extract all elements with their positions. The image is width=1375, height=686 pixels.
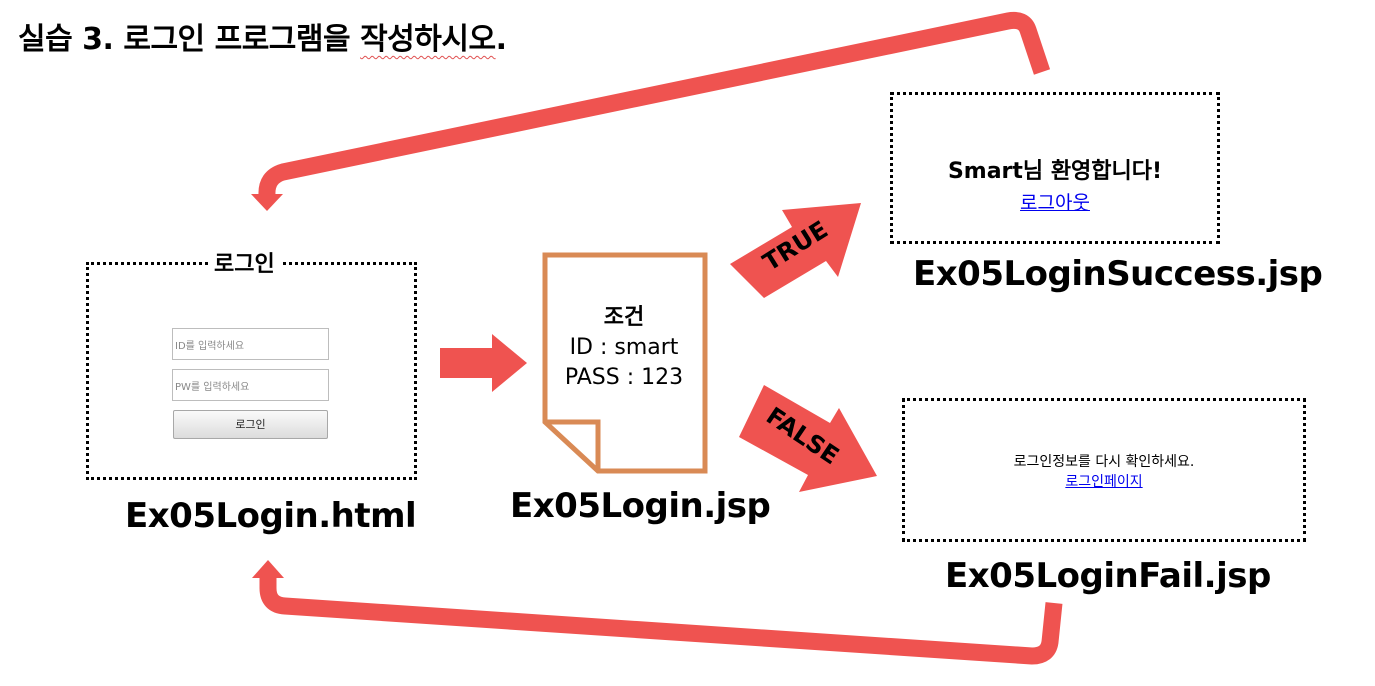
condition-title: 조건 [603,305,645,330]
document-fold [545,419,601,471]
condition-document-shape [542,252,708,474]
page-title: 실습 3. 로그인 프로그램을 작성하시오. [18,14,507,58]
pw-input[interactable]: PW를 입력하세요 [172,369,329,401]
login-form-box [86,262,417,480]
return-arrow-bottom-head [252,560,284,578]
return-arrow-top [258,11,1051,196]
login-page-link[interactable]: 로그인페이지 [1065,474,1143,490]
login-html-filename: Ex05Login.html [125,496,417,536]
logout-link[interactable]: 로그아웃 [1020,192,1090,214]
title-underlined: 작성하시오 [360,22,496,57]
condition-id: ID : smart [569,335,679,360]
submit-arrow [440,334,527,392]
success-jsp-filename: Ex05LoginSuccess.jsp [913,254,1323,294]
title-suffix: . [495,22,507,57]
false-arrow [739,385,877,492]
login-legend: 로그인 [208,246,281,278]
condition-pass: PASS : 123 [564,365,684,390]
return-arrow-bottom [259,578,1063,665]
fail-page-box [902,398,1306,542]
title-prefix: 실습 3. 로그인 프로그램을 [18,22,361,57]
success-page-box [890,92,1220,244]
fail-jsp-filename: Ex05LoginFail.jsp [945,556,1271,596]
welcome-message: Smart님 환영합니다! [947,159,1163,184]
login-page-link-row: 로그인페이지 [902,471,1306,491]
condition-text: 조건 ID : smart PASS : 123 [548,303,700,393]
return-arrow-top-head [251,194,283,211]
true-arrow [730,203,861,298]
login-jsp-filename: Ex05Login.jsp [510,486,771,526]
logout-link-row: 로그아웃 [890,188,1220,215]
id-input[interactable]: ID를 입력하세요 [172,328,329,360]
fail-message: 로그인정보를 다시 확인하세요. [1013,454,1195,470]
login-button[interactable]: 로그인 [173,410,328,439]
